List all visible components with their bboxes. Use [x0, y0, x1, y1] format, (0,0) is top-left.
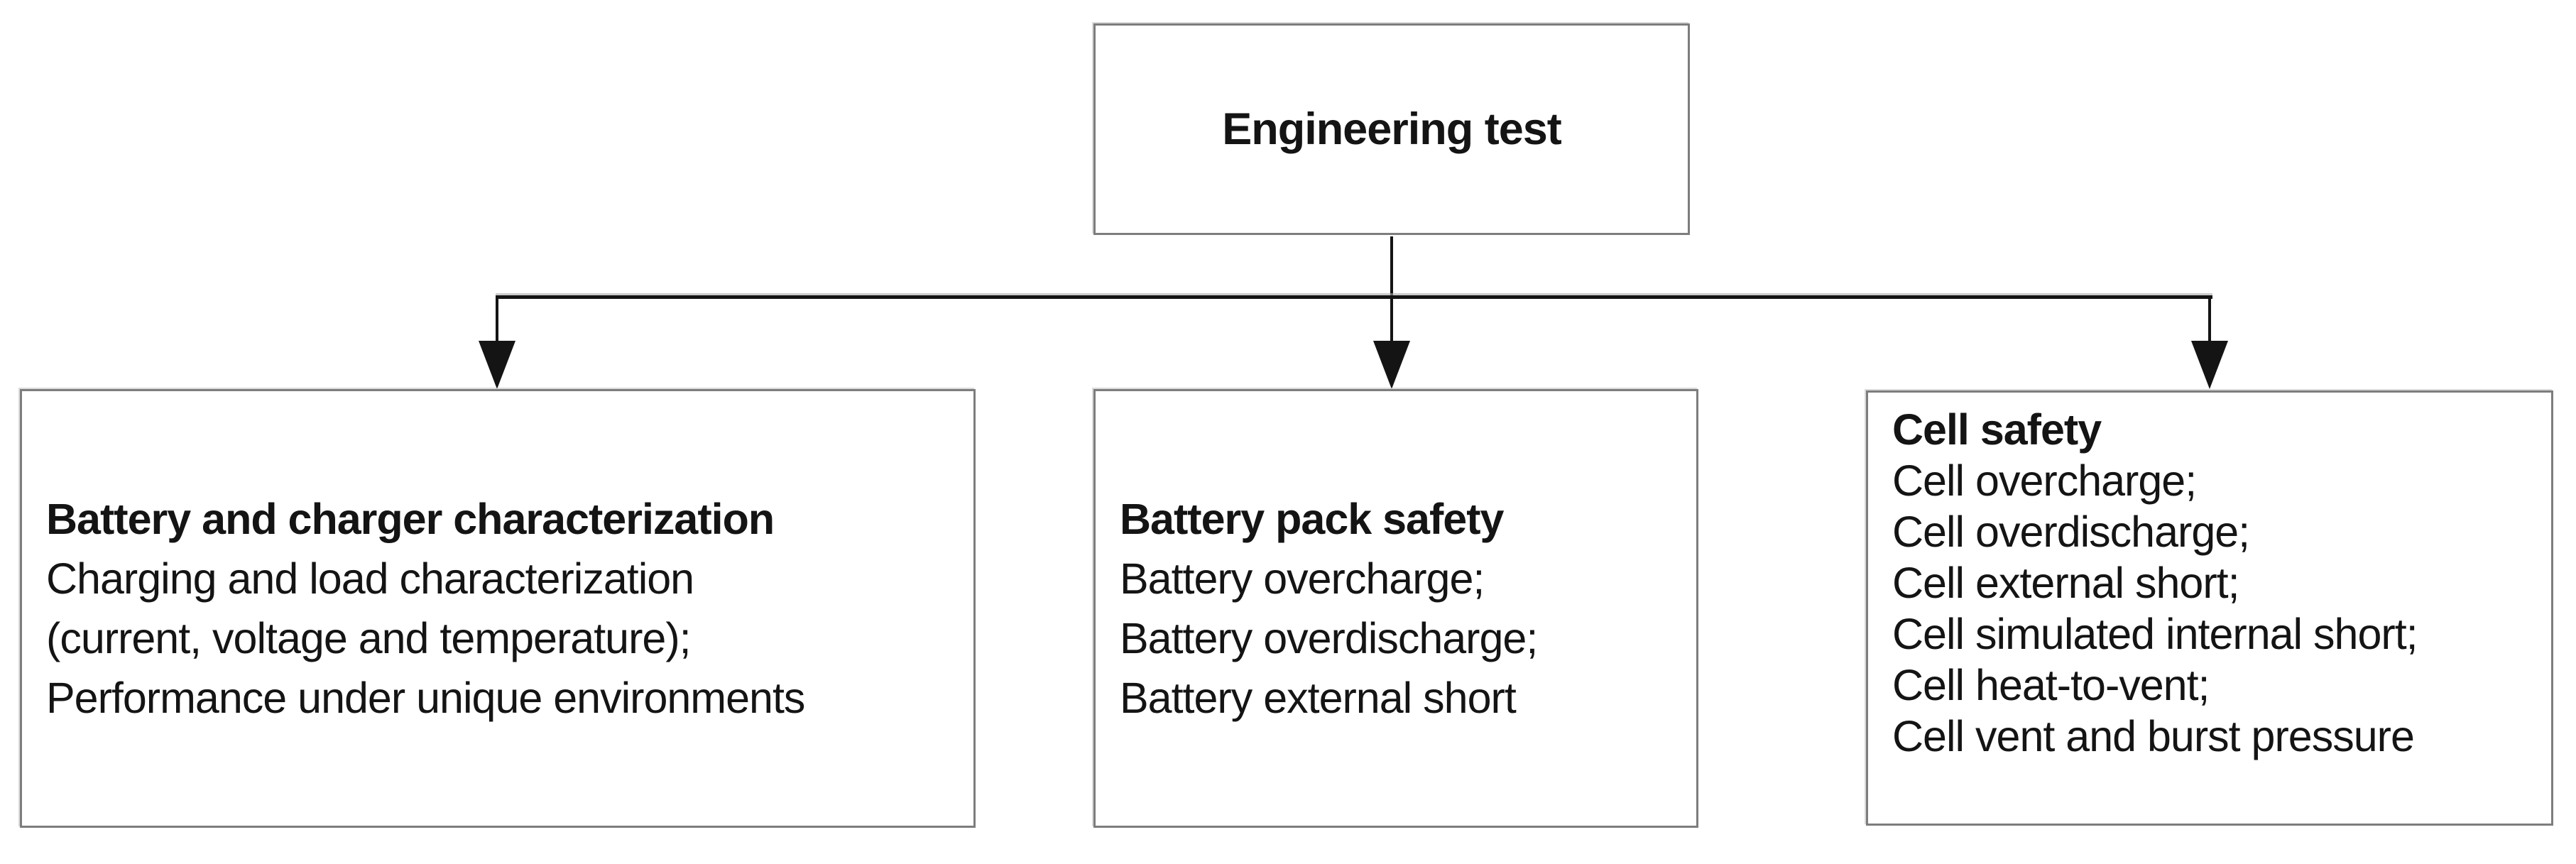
branch-box-battery-and-charger-characterization: Battery and charger characterization Cha… — [20, 389, 976, 828]
connector-drop-left — [496, 295, 498, 355]
box-item: Cell overcharge; — [1892, 456, 2197, 505]
box-item: Cell simulated internal short; — [1892, 610, 2418, 658]
box-item: Performance under unique environments — [46, 674, 805, 722]
box-title: Battery and charger characterization — [46, 495, 775, 543]
root-box-title: Engineering test — [1222, 104, 1562, 154]
down-arrowhead-icon — [1373, 341, 1410, 389]
connector-drop-right — [2208, 295, 2211, 355]
box-item: Battery external short — [1120, 674, 1517, 722]
box-item: Cell overdischarge; — [1892, 508, 2250, 556]
down-arrowhead-icon — [2191, 341, 2228, 389]
box-item: Cell heat-to-vent; — [1892, 661, 2210, 709]
box-item: Battery overcharge; — [1120, 554, 1485, 603]
box-item: Charging and load characterization — [46, 554, 694, 603]
box-item: Battery overdischarge; — [1120, 614, 1538, 662]
branch-box-battery-pack-safety: Battery pack safety Battery overcharge; … — [1093, 389, 1698, 828]
branch-box-cell-safety: Cell safety Cell overcharge; Cell overdi… — [1866, 390, 2553, 826]
box-item: Cell external short; — [1892, 559, 2240, 607]
box-item: (current, voltage and temperature); — [46, 614, 692, 662]
box-title: Battery pack safety — [1120, 495, 1504, 543]
down-arrowhead-icon — [479, 341, 515, 389]
root-box-engineering-test: Engineering test — [1093, 23, 1690, 235]
connector-horizontal-bar — [496, 295, 2212, 299]
box-title: Cell safety — [1892, 405, 2102, 454]
box-item: Cell vent and burst pressure — [1892, 712, 2415, 760]
